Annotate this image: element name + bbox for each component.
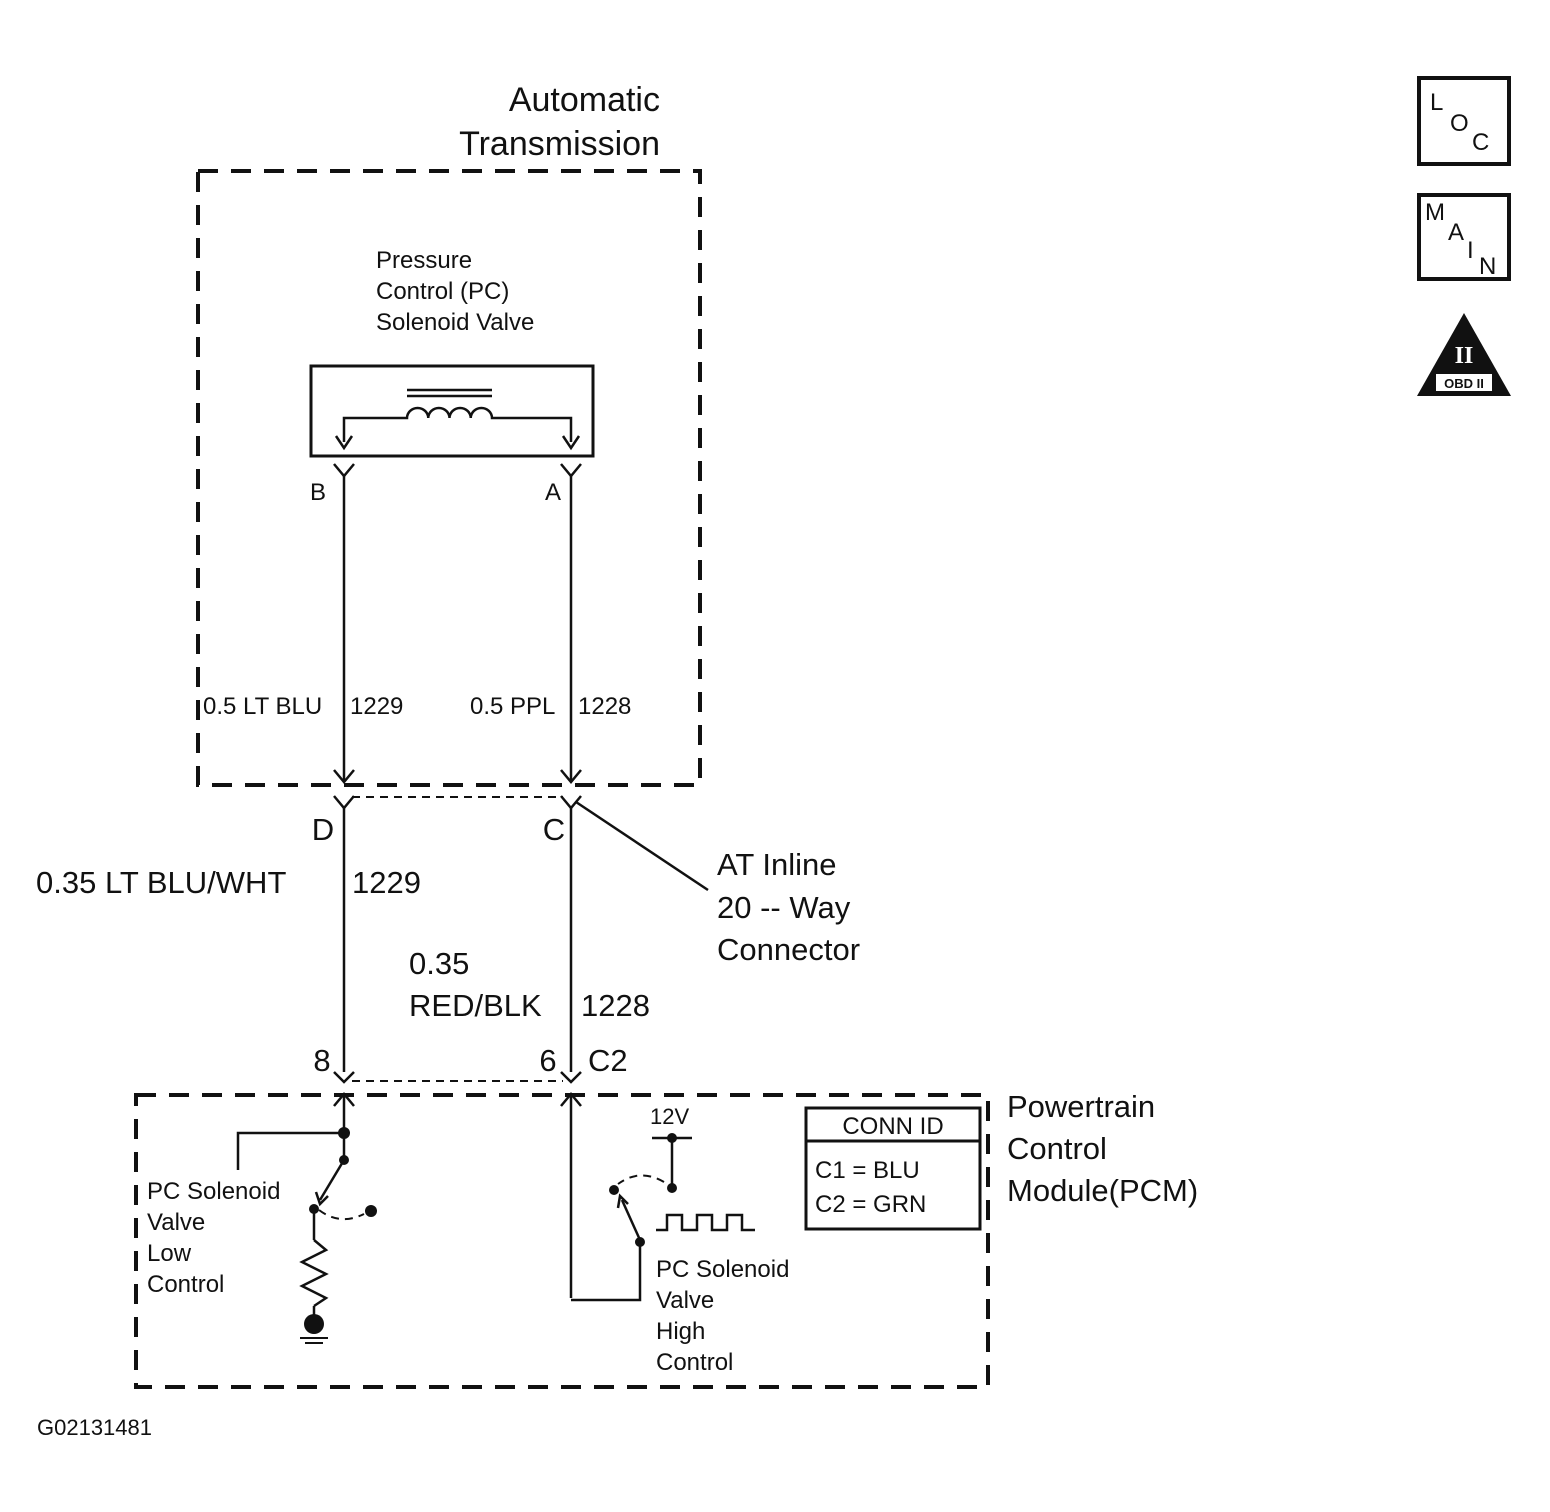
pcm-boundary [134, 1093, 990, 1389]
high-control-line3: High [656, 1318, 705, 1345]
low-control-line1: PC Solenoid [147, 1178, 280, 1205]
conn-id-table [804, 1106, 982, 1231]
pin-6-label: 6 [539, 1043, 556, 1078]
wire-lt-blu-wht-circuit: 1229 [352, 865, 421, 900]
inline-connector-line1: AT Inline [717, 847, 836, 882]
high-control-line2: Valve [656, 1287, 714, 1314]
wire-lt-blu-label: 0.5 LT BLU [203, 693, 322, 720]
inline-connector-line3: Connector [717, 932, 860, 967]
high-control-line4: Control [656, 1349, 733, 1376]
pin-d-label: D [312, 812, 334, 847]
svg-text:C: C [1472, 129, 1489, 156]
main-icon[interactable]: M A I N [1417, 193, 1511, 281]
wire-1229 [333, 463, 355, 1132]
high-control-line1: PC Solenoid [656, 1256, 789, 1283]
supply-voltage-label: 12V [650, 1104, 689, 1129]
svg-text:N: N [1479, 253, 1496, 280]
transmission-title-line1: Automatic [509, 81, 660, 119]
inline-connector-line2: 20 -- Way [717, 890, 851, 925]
solenoid-title-line2: Control (PC) [376, 278, 509, 305]
svg-text:A: A [1448, 219, 1464, 246]
solenoid-title-line1: Pressure [376, 247, 472, 274]
pin-c-label: C [543, 812, 565, 847]
solenoid-valve-symbol [309, 364, 595, 458]
figure-id: G02131481 [37, 1415, 152, 1440]
low-control-line3: Low [147, 1240, 192, 1267]
loc-icon[interactable]: L O C [1417, 76, 1511, 166]
pin-b-label: B [310, 479, 326, 506]
conn-id-row2: C2 = GRN [815, 1191, 926, 1218]
svg-text:L: L [1430, 89, 1443, 116]
pin-a-label: A [545, 479, 561, 506]
low-control-circuit [236, 1127, 377, 1344]
connector-leader-line [575, 800, 709, 892]
wire-ppl-circuit: 1228 [578, 693, 631, 720]
wire-red-blk-label-line1: 0.35 [409, 946, 469, 981]
pcm-title-line1: Powertrain [1007, 1089, 1155, 1124]
low-control-line4: Control [147, 1271, 224, 1298]
solenoid-title-line3: Solenoid Valve [376, 309, 534, 336]
svg-text:II: II [1455, 343, 1474, 369]
pin-8-label: 8 [313, 1043, 330, 1078]
wire-1228 [560, 463, 582, 1298]
wire-lt-blu-wht-label: 0.35 LT BLU/WHT [36, 865, 286, 900]
svg-text:OBD II: OBD II [1444, 376, 1484, 391]
obd-ii-icon[interactable]: II OBD II [1417, 313, 1511, 396]
wire-red-blk-label-line2: RED/BLK [409, 988, 542, 1023]
pcm-title-line2: Control [1007, 1131, 1107, 1166]
wire-red-blk-circuit: 1228 [581, 988, 650, 1023]
conn-id-title: CONN ID [842, 1113, 943, 1140]
low-control-line2: Valve [147, 1209, 205, 1236]
wire-lt-blu-circuit: 1229 [350, 693, 403, 720]
conn-id-row1: C1 = BLU [815, 1157, 920, 1184]
connector-c2-label: C2 [588, 1043, 628, 1078]
wire-ppl-label: 0.5 PPL [470, 693, 555, 720]
transmission-title-line2: Transmission [459, 125, 660, 163]
svg-text:M: M [1425, 199, 1445, 226]
transmission-boundary [196, 169, 702, 787]
svg-text:I: I [1467, 237, 1474, 264]
svg-text:O: O [1450, 110, 1469, 137]
pcm-title-line3: Module(PCM) [1007, 1173, 1198, 1208]
high-control-circuit [571, 1133, 755, 1302]
